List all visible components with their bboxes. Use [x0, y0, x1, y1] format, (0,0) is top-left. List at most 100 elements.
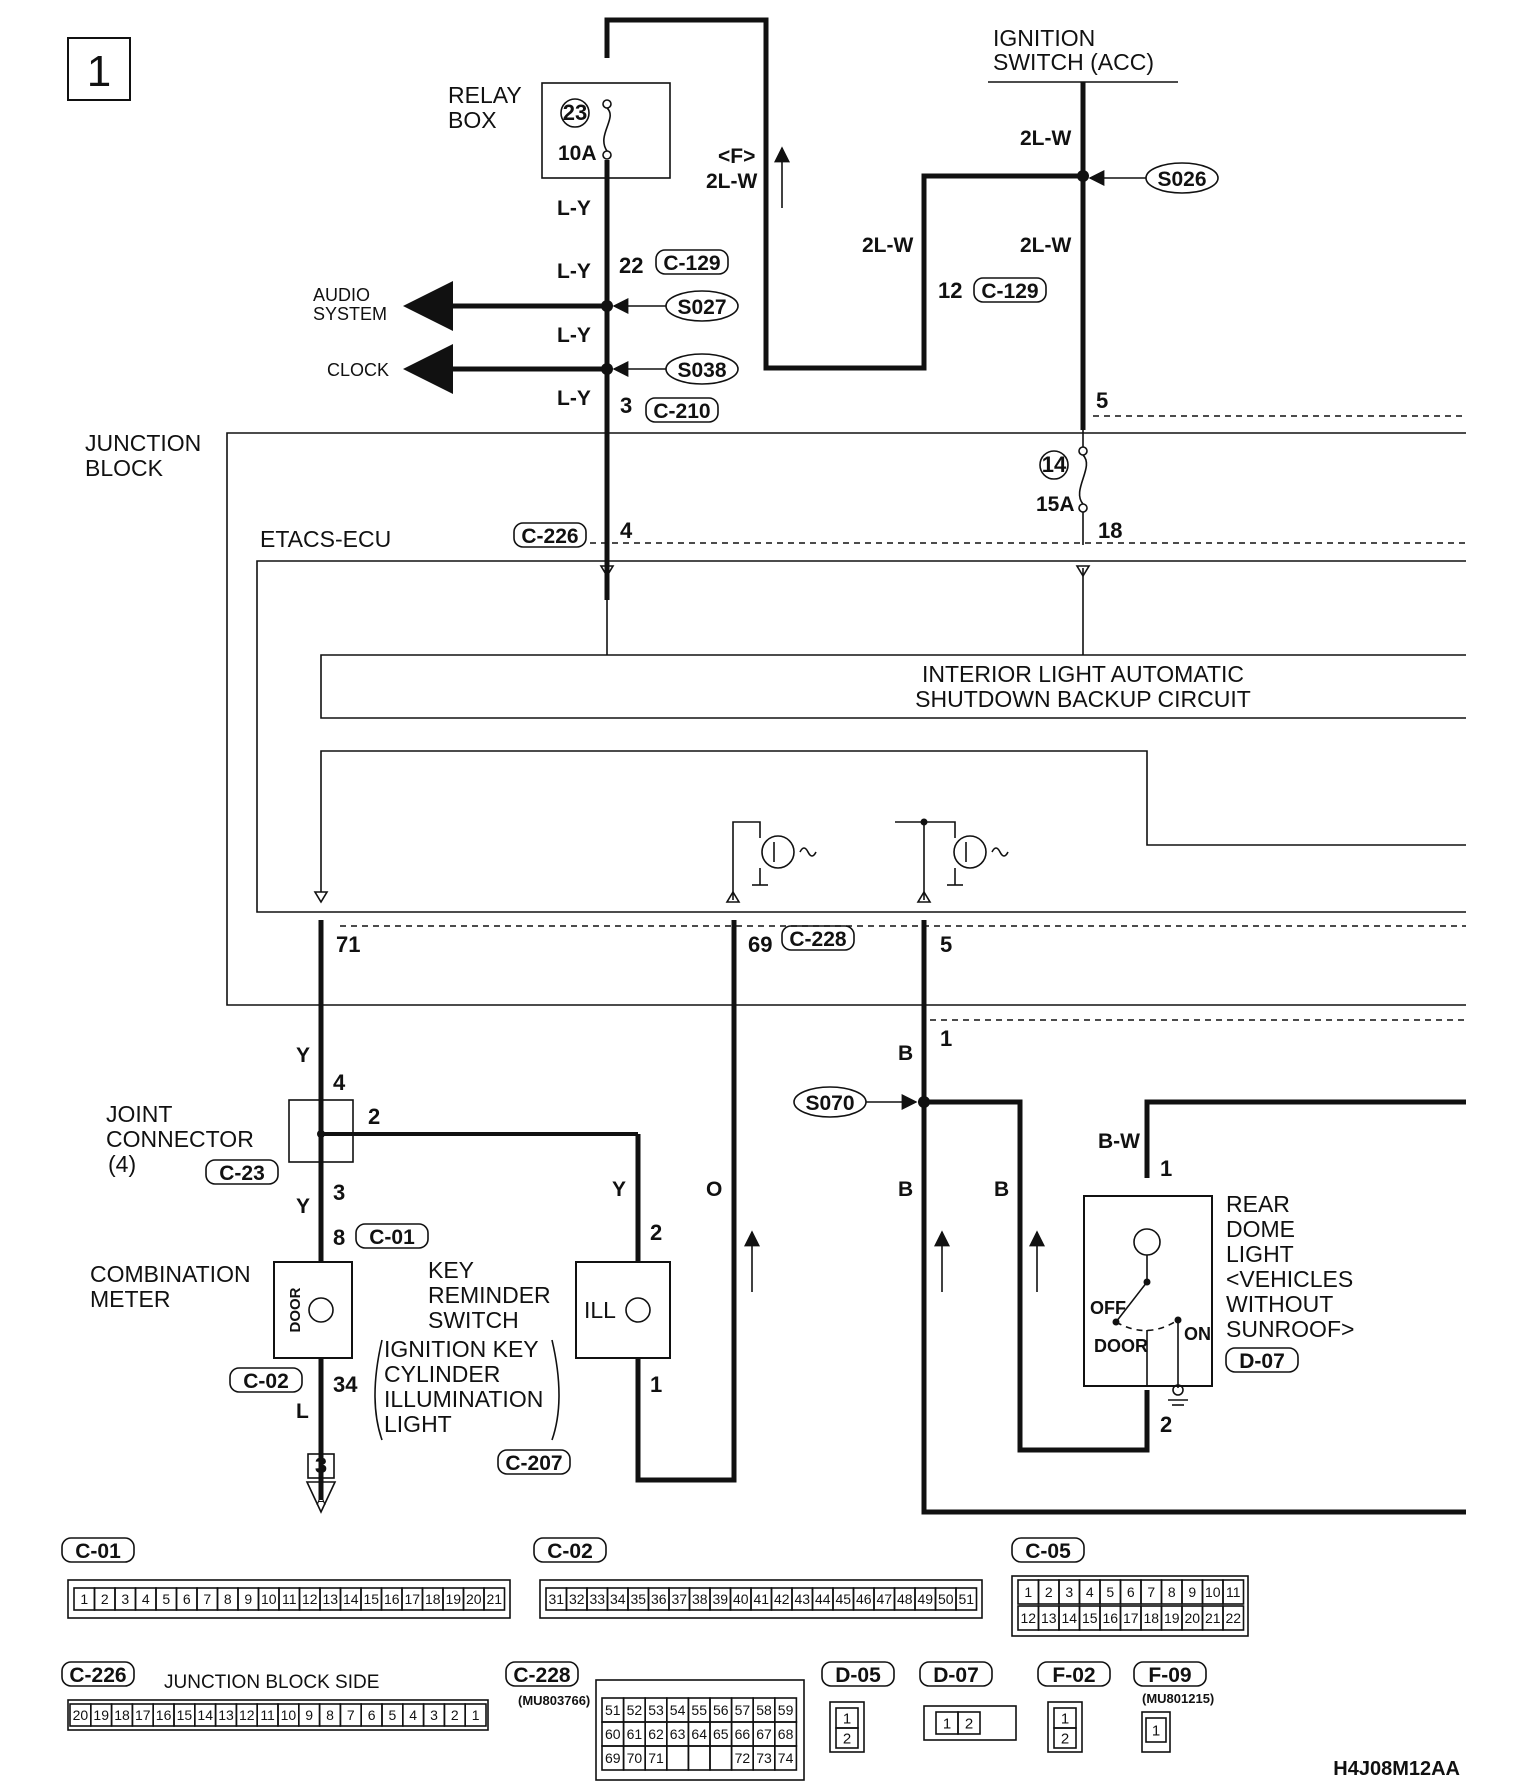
legend-c226-pin: 14: [197, 1707, 213, 1723]
splice-s038: S038: [677, 359, 726, 382]
legend-c02-pin: 40: [733, 1591, 749, 1607]
fuse-terminal: [602, 99, 612, 109]
legend-d05-cell: [835, 1727, 859, 1749]
legend-c226-pin: 1: [472, 1707, 480, 1723]
f09-part-number: (MU801215): [1142, 1691, 1214, 1706]
legend-f02-pin: 1: [1061, 1710, 1069, 1727]
wire-b-ground: [921, 920, 1466, 1515]
legend-c05-pin: 7: [1147, 1584, 1155, 1600]
legend-c02-pin: 33: [589, 1591, 605, 1607]
connector-c129a: C-129: [663, 252, 720, 275]
legend-c05-pin: 22: [1225, 1610, 1241, 1626]
legend-c228-pin: 65: [713, 1726, 729, 1742]
legend-d05-pins: 12: [835, 1707, 859, 1749]
splice-dot: [920, 818, 928, 826]
legend-c01-pin: 20: [466, 1591, 482, 1607]
connection-number-box: [307, 1453, 335, 1479]
wire-color-l: L: [296, 1400, 309, 1423]
ground-terminal: [1172, 1384, 1184, 1396]
krs-label-1: KEY: [428, 1257, 474, 1283]
legend-c05-cell: [1222, 1605, 1245, 1631]
terminal-triangle: [313, 891, 329, 904]
legend-f09-badge: [1133, 1661, 1207, 1687]
pin-5-top: 5: [1096, 388, 1108, 413]
terminal-triangle: [916, 890, 932, 903]
fuse-number-circle: [1039, 450, 1069, 480]
legend-d07-pin: 1: [943, 1715, 951, 1732]
legend-f09-pins: 1: [1145, 1717, 1167, 1743]
legend-c226-badge: [61, 1661, 135, 1687]
splice-s026: S026: [1157, 168, 1206, 191]
legend-f09-name: F-09: [1148, 1664, 1191, 1687]
rear-dome-label-4: <VEHICLES: [1226, 1266, 1353, 1292]
legend-c05-pin: 1: [1024, 1584, 1032, 1600]
legend-c228-pin: 62: [648, 1726, 664, 1742]
relay-box-label-1: RELAY: [448, 82, 522, 108]
connector-c210: C-210: [653, 400, 710, 423]
wire-color-b-2: B: [898, 1178, 913, 1201]
switch-off-label: OFF: [1090, 1298, 1126, 1318]
pin-22: 22: [619, 253, 643, 278]
legend-c02-pin: 51: [958, 1591, 974, 1607]
legend-c05-pin: 8: [1168, 1584, 1176, 1600]
pin-1-b: 1: [940, 1026, 952, 1051]
legend-f09-cell: [1145, 1717, 1167, 1743]
legend-c05-housing: [1011, 1575, 1249, 1637]
wire-b-dome: [924, 1099, 1150, 1453]
wire-color-y-1: Y: [296, 1044, 310, 1067]
wire-color-ly-2: L-Y: [557, 260, 591, 283]
legend-c02-pin: 41: [753, 1591, 769, 1607]
legend-c01-pin: 19: [445, 1591, 461, 1607]
legend-c01-pin: 3: [121, 1591, 129, 1607]
legend-c05-pin: 4: [1086, 1584, 1094, 1600]
page-number: 1: [87, 47, 111, 96]
splice-s027: S027: [677, 296, 726, 319]
connector-c02: C-02: [243, 1370, 289, 1393]
audio-system-label-1: AUDIO: [313, 285, 370, 305]
rear-dome-label-3: LIGHT: [1226, 1241, 1294, 1267]
legend-c228-pin: 56: [713, 1702, 729, 1718]
connector-c01: C-01: [369, 1226, 415, 1249]
bulb-icon: [625, 1297, 651, 1323]
legend-c01-pin: 11: [282, 1591, 297, 1607]
combination-meter-label-1: COMBINATION: [90, 1261, 251, 1287]
legend-f02-name: F-02: [1052, 1664, 1095, 1687]
legend-c228-pin: 68: [778, 1726, 794, 1742]
legend-c228-cell: [687, 1745, 711, 1771]
legend-c05-pin: 10: [1205, 1584, 1221, 1600]
legend-c228-pin: 53: [648, 1702, 664, 1718]
switch-lever: [1115, 1281, 1148, 1323]
jb-fuse-number: 14: [1042, 452, 1067, 477]
cm-pin-8: 8: [333, 1225, 345, 1250]
jc-pin-3: 3: [333, 1180, 345, 1205]
joint-connector-label-3: (4): [108, 1151, 136, 1177]
fuse-terminal: [1078, 503, 1088, 513]
legend-c228-cell: [709, 1745, 733, 1771]
wire-color-y-3: Y: [612, 1178, 626, 1201]
connector-c23: C-23: [219, 1162, 265, 1185]
splice-s070: S070: [805, 1092, 854, 1115]
legend-c05-pin: 2: [1045, 1584, 1053, 1600]
legend-f02-pin: 2: [1061, 1730, 1069, 1747]
jc-pin-2: 2: [368, 1104, 380, 1129]
legend-c228-housing: [595, 1679, 805, 1781]
c207-badge: [497, 1449, 571, 1475]
switch-door-label: DOOR: [1094, 1336, 1148, 1356]
legend-c226-pin: 6: [368, 1707, 376, 1723]
legend-c226-pin: 16: [156, 1707, 172, 1723]
pin-18: 18: [1098, 518, 1122, 543]
wire-color-ly-1: L-Y: [557, 197, 591, 220]
legend-c226-pin: 9: [305, 1707, 313, 1723]
legend-c228-pin: 70: [627, 1750, 643, 1766]
legend-c01-pin: 2: [101, 1591, 109, 1607]
rear-dome-label-1: REAR: [1226, 1191, 1290, 1217]
junction-block-side-label: JUNCTION BLOCK SIDE: [164, 1672, 379, 1693]
legend-c226-pin: 10: [281, 1707, 297, 1723]
jc-pin-4: 4: [333, 1070, 346, 1095]
legend-f09-pin: 1: [1152, 1722, 1160, 1739]
joint-connector-label-1: JOINT: [106, 1101, 172, 1127]
legend-c01-pin: 6: [183, 1591, 191, 1607]
legend-c228-cell: [665, 1745, 690, 1771]
rear-dome-light-box: [1083, 1195, 1213, 1387]
